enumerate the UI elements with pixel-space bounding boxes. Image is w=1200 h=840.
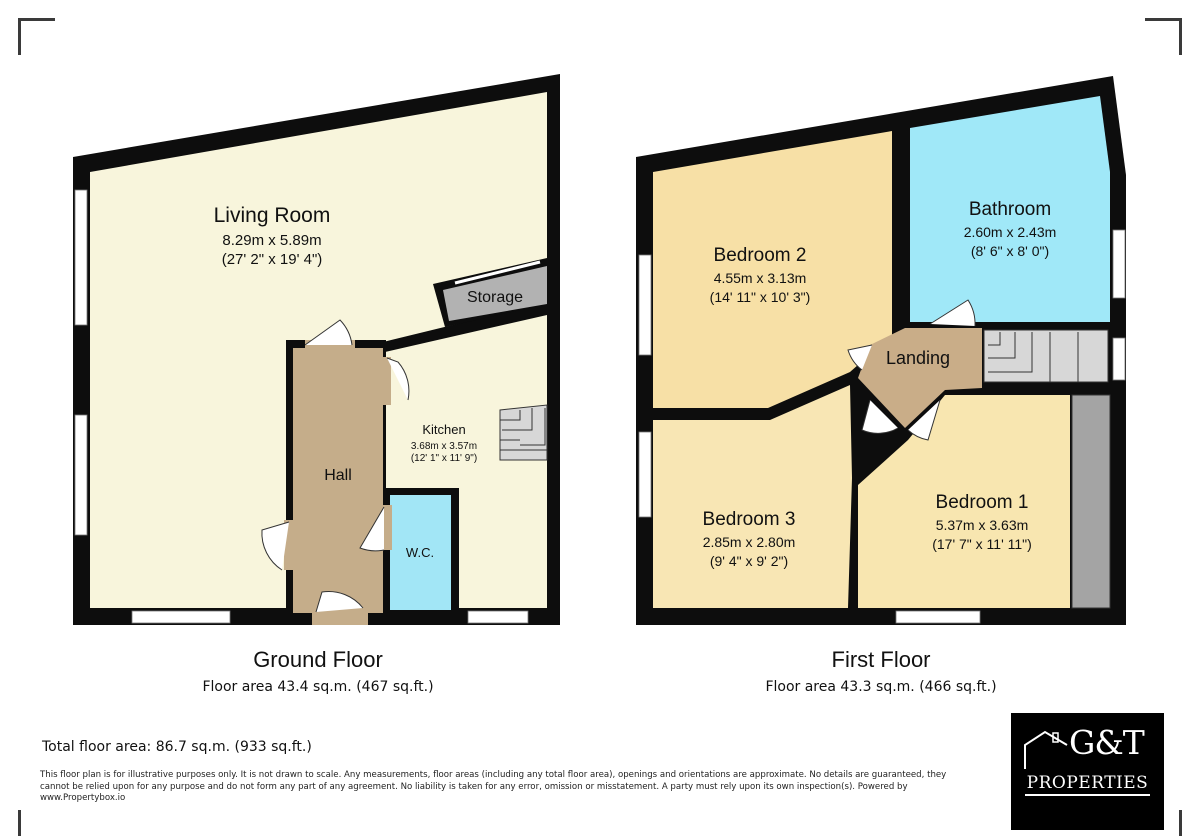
hall-left-opening bbox=[284, 520, 295, 570]
bathroom-imperial: (8' 6" x 8' 0") bbox=[971, 243, 1049, 259]
window-bedroom-2 bbox=[638, 254, 652, 356]
storage-label: Storage bbox=[467, 289, 523, 306]
bedroom-1-area bbox=[858, 395, 1070, 608]
bedroom-2-label: Bedroom 2 bbox=[714, 245, 807, 266]
corner-mark-bottom-right bbox=[1145, 810, 1182, 836]
wc-label: W.C. bbox=[406, 545, 434, 560]
bedroom-1-label: Bedroom 1 bbox=[936, 492, 1029, 513]
hall-kitchen-door bbox=[386, 357, 410, 401]
corner-mark-top-right bbox=[1145, 18, 1182, 55]
wc-area bbox=[390, 495, 451, 610]
window-living-bottom bbox=[131, 610, 231, 624]
logo-wordmark-top: G&T bbox=[1069, 723, 1145, 762]
corner-mark-top-left bbox=[18, 18, 55, 55]
bathroom-metric: 2.60m x 2.43m bbox=[964, 224, 1057, 240]
ground-floor-area: Floor area 43.4 sq.m. (467 sq.ft.) bbox=[202, 679, 434, 695]
floor-plan: Living Room 8.29m x 5.89m (27' 2" x 19' … bbox=[73, 74, 1126, 625]
bedroom-3-label: Bedroom 3 bbox=[703, 509, 796, 530]
living-room-imperial: (27' 2" x 19' 4") bbox=[222, 251, 323, 268]
storage-door-slide bbox=[454, 260, 541, 285]
kitchen-divider-wall bbox=[383, 302, 547, 352]
ground-floor-stairs bbox=[499, 404, 548, 461]
window-kitchen-bottom bbox=[467, 610, 529, 624]
ground-floor-plan: Living Room 8.29m x 5.89m (27' 2" x 19' … bbox=[73, 74, 560, 625]
kitchen-metric: 3.68m x 3.57m bbox=[411, 441, 477, 452]
bedroom-1-door bbox=[907, 399, 941, 441]
window-bedroom-1 bbox=[895, 610, 981, 624]
wc-door bbox=[359, 506, 385, 552]
corner-mark-bottom-left bbox=[18, 810, 55, 836]
house-icon bbox=[1024, 730, 1068, 769]
hall-top-door bbox=[304, 319, 353, 346]
disclaimer: This floor plan is for illustrative purp… bbox=[40, 770, 947, 803]
hall-label: Hall bbox=[324, 467, 352, 484]
landing-area bbox=[858, 328, 982, 428]
bedroom-3-imperial: (9' 4" x 9' 2") bbox=[710, 553, 788, 569]
bedroom-2-area bbox=[653, 131, 892, 408]
bedroom-2-metric: 4.55m x 3.13m bbox=[714, 270, 807, 286]
company-logo: G&T PROPERTIES bbox=[1011, 713, 1164, 830]
wardrobe bbox=[1071, 394, 1111, 609]
bathroom-label: Bathroom bbox=[969, 199, 1051, 220]
landing-label: Landing bbox=[886, 348, 950, 368]
window-bedroom-3 bbox=[638, 431, 652, 518]
logo-divider bbox=[1025, 794, 1150, 796]
window-living-left-lower bbox=[74, 414, 88, 536]
kitchen-label: Kitchen bbox=[422, 422, 465, 437]
total-floor-area: Total floor area: 86.7 sq.m. (933 sq.ft.… bbox=[42, 739, 312, 755]
storage-area bbox=[443, 266, 547, 321]
front-door bbox=[315, 591, 364, 613]
hall-kitchen-opening bbox=[381, 357, 391, 405]
window-bathroom bbox=[1112, 229, 1126, 299]
logo-wordmark-bottom: PROPERTIES bbox=[1026, 773, 1149, 793]
window-living-left-upper bbox=[74, 189, 88, 326]
living-room-metric: 8.29m x 5.89m bbox=[222, 232, 321, 249]
bedroom-1-metric: 5.37m x 3.63m bbox=[936, 517, 1029, 533]
first-floor-stairs bbox=[983, 329, 1109, 383]
living-room-label: Living Room bbox=[214, 204, 331, 227]
bedroom-1-imperial: (17' 7" x 11' 11") bbox=[932, 536, 1032, 552]
hall-area bbox=[293, 348, 383, 613]
bedroom-3-area bbox=[653, 385, 852, 608]
first-floor-title: First Floor bbox=[831, 647, 931, 672]
ground-floor-title: Ground Floor bbox=[253, 647, 383, 672]
bedroom-3-door bbox=[861, 399, 899, 434]
bedroom-2-imperial: (14' 11" x 10' 3") bbox=[710, 289, 811, 305]
bedroom-2-door bbox=[847, 344, 873, 371]
bathroom-area bbox=[910, 96, 1110, 322]
bedroom-3-metric: 2.85m x 2.80m bbox=[703, 534, 796, 550]
first-floor-plan: Bedroom 2 4.55m x 3.13m (14' 11" x 10' 3… bbox=[636, 76, 1126, 625]
kitchen-imperial: (12' 1" x 11' 9") bbox=[411, 453, 477, 464]
first-floor-area: Floor area 43.3 sq.m. (466 sq.ft.) bbox=[765, 679, 997, 695]
window-landing bbox=[1112, 337, 1126, 381]
bathroom-door bbox=[929, 299, 976, 327]
hall-left-door bbox=[261, 521, 290, 571]
